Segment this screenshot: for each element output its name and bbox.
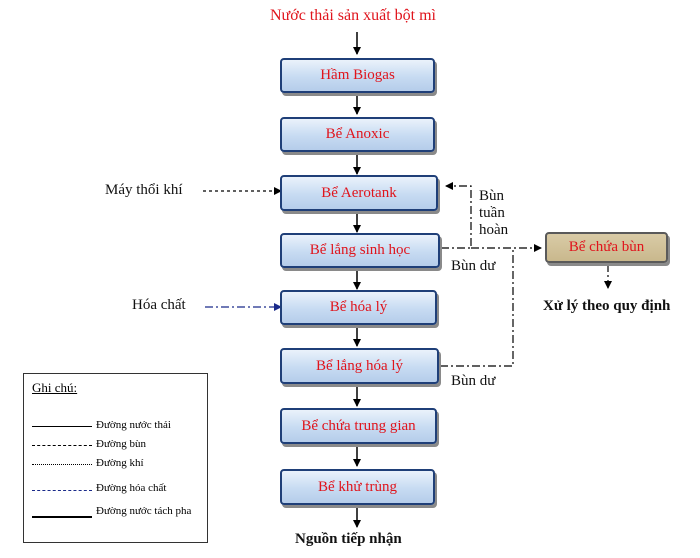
legend: Ghi chú: Đường nước thải Đường bùn Đường… [23, 373, 208, 543]
process-box-disinfection: Bể khử trùng [280, 469, 435, 505]
sludge-tank-box: Bể chứa bùn [545, 232, 668, 263]
legend-line-separation [32, 516, 92, 518]
process-box-biogas: Hầm Biogas [280, 58, 435, 93]
outlet-label: Nguồn tiếp nhận [295, 531, 402, 547]
process-box-physicochemical: Bể hóa lý [280, 290, 437, 325]
sludge-return-label-line-1: Bùn [479, 188, 505, 204]
legend-line-air [32, 464, 92, 465]
process-box-bio-settling: Bể lắng sinh học [280, 233, 440, 268]
air-input-label: Máy thổi khí [105, 182, 183, 198]
sludge-return-label-line-3: hoàn [479, 222, 509, 238]
legend-item-wastewater: Đường nước thải [96, 419, 171, 431]
legend-item-separation: Đường nước tách pha [96, 505, 192, 517]
sludge-return-label: Bùn tuần hoàn [479, 188, 508, 239]
sludge-excess-label-1: Bùn dư [451, 258, 496, 274]
legend-item-chemical: Đường hóa chất [96, 482, 167, 494]
sludge-disposal-label: Xử lý theo quy định [543, 298, 671, 314]
sludge-return-line [441, 182, 472, 249]
legend-line-wastewater [32, 426, 92, 427]
legend-line-chemical [32, 490, 92, 491]
chemical-input-label: Hóa chất [132, 297, 186, 313]
sludge-excess-label-2: Bùn dư [451, 373, 496, 389]
legend-line-sludge [32, 445, 92, 446]
legend-item-air: Đường khí [96, 457, 144, 469]
legend-title: Ghi chú: [32, 380, 78, 395]
sludge-excess-line-2 [440, 248, 514, 367]
process-box-chem-settling: Bể lắng hóa lý [280, 348, 439, 384]
legend-item-sludge: Đường bùn [96, 438, 146, 450]
source-label: Nước thải sản xuất bột mì [270, 7, 436, 24]
process-box-aerotank: Bể Aerotank [280, 175, 438, 211]
process-box-anoxic: Bể Anoxic [280, 117, 435, 152]
sludge-return-label-line-2: tuần [479, 205, 505, 221]
process-box-intermediate-tank: Bể chứa trung gian [280, 408, 437, 444]
